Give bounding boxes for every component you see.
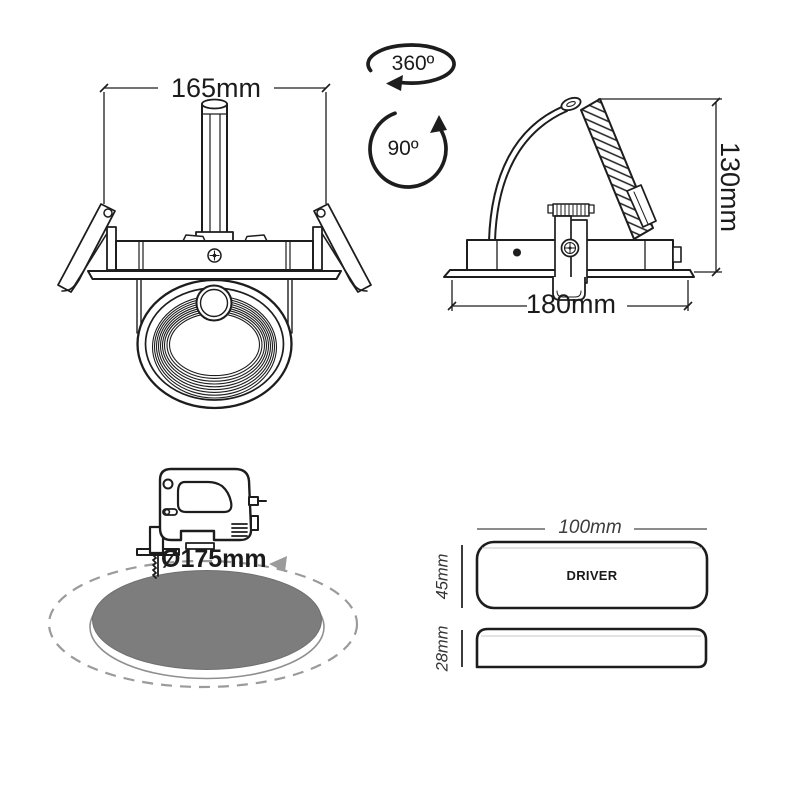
cutout-hole (92, 570, 322, 670)
side-width-dimension (447, 280, 693, 311)
side-height-dimension (598, 97, 722, 277)
spring-clip-left (57, 203, 116, 293)
driver-width-label: 100mm (558, 517, 622, 538)
cutout-arrowhead (269, 556, 287, 572)
stem-rod (195, 98, 234, 242)
front-width-dimension (99, 83, 331, 204)
yoke-arms (136, 278, 293, 334)
front-width-label: 165mm (170, 73, 262, 103)
cutout-rotation-path (47, 559, 359, 689)
driver-drawing (461, 528, 709, 669)
clip-post-right (312, 226, 323, 271)
driver-box (475, 540, 709, 610)
cutout-drawing (47, 467, 359, 689)
rotation-360-icon (366, 43, 456, 91)
jigsaw-icon (136, 467, 267, 579)
side-view-drawing (443, 96, 722, 311)
side-spring-clip (547, 203, 595, 301)
spring-clip-right (313, 203, 372, 293)
driver-name-label: DRIVER (566, 568, 618, 583)
clip-post-left (106, 226, 117, 271)
front-view-drawing (57, 83, 372, 410)
lamp-head (136, 278, 293, 410)
driver-profile-box (475, 627, 708, 669)
gimbal-arc-arm (488, 96, 582, 242)
lamp-profile-hatched (580, 98, 657, 240)
side-height-label: 130mm (715, 141, 745, 233)
cutout-diameter-label: Ø175mm (161, 545, 267, 573)
side-width-label: 180mm (525, 289, 617, 319)
housing-body (115, 234, 314, 271)
housing-screw (207, 248, 222, 263)
rotation-90-icon (368, 111, 448, 189)
led-lens (195, 284, 233, 322)
rotation-360-label: 360º (391, 52, 435, 75)
rotation-90-label: 90º (387, 137, 419, 160)
trim-flange (87, 270, 342, 280)
driver-profile-height-label: 28mm (433, 625, 452, 672)
